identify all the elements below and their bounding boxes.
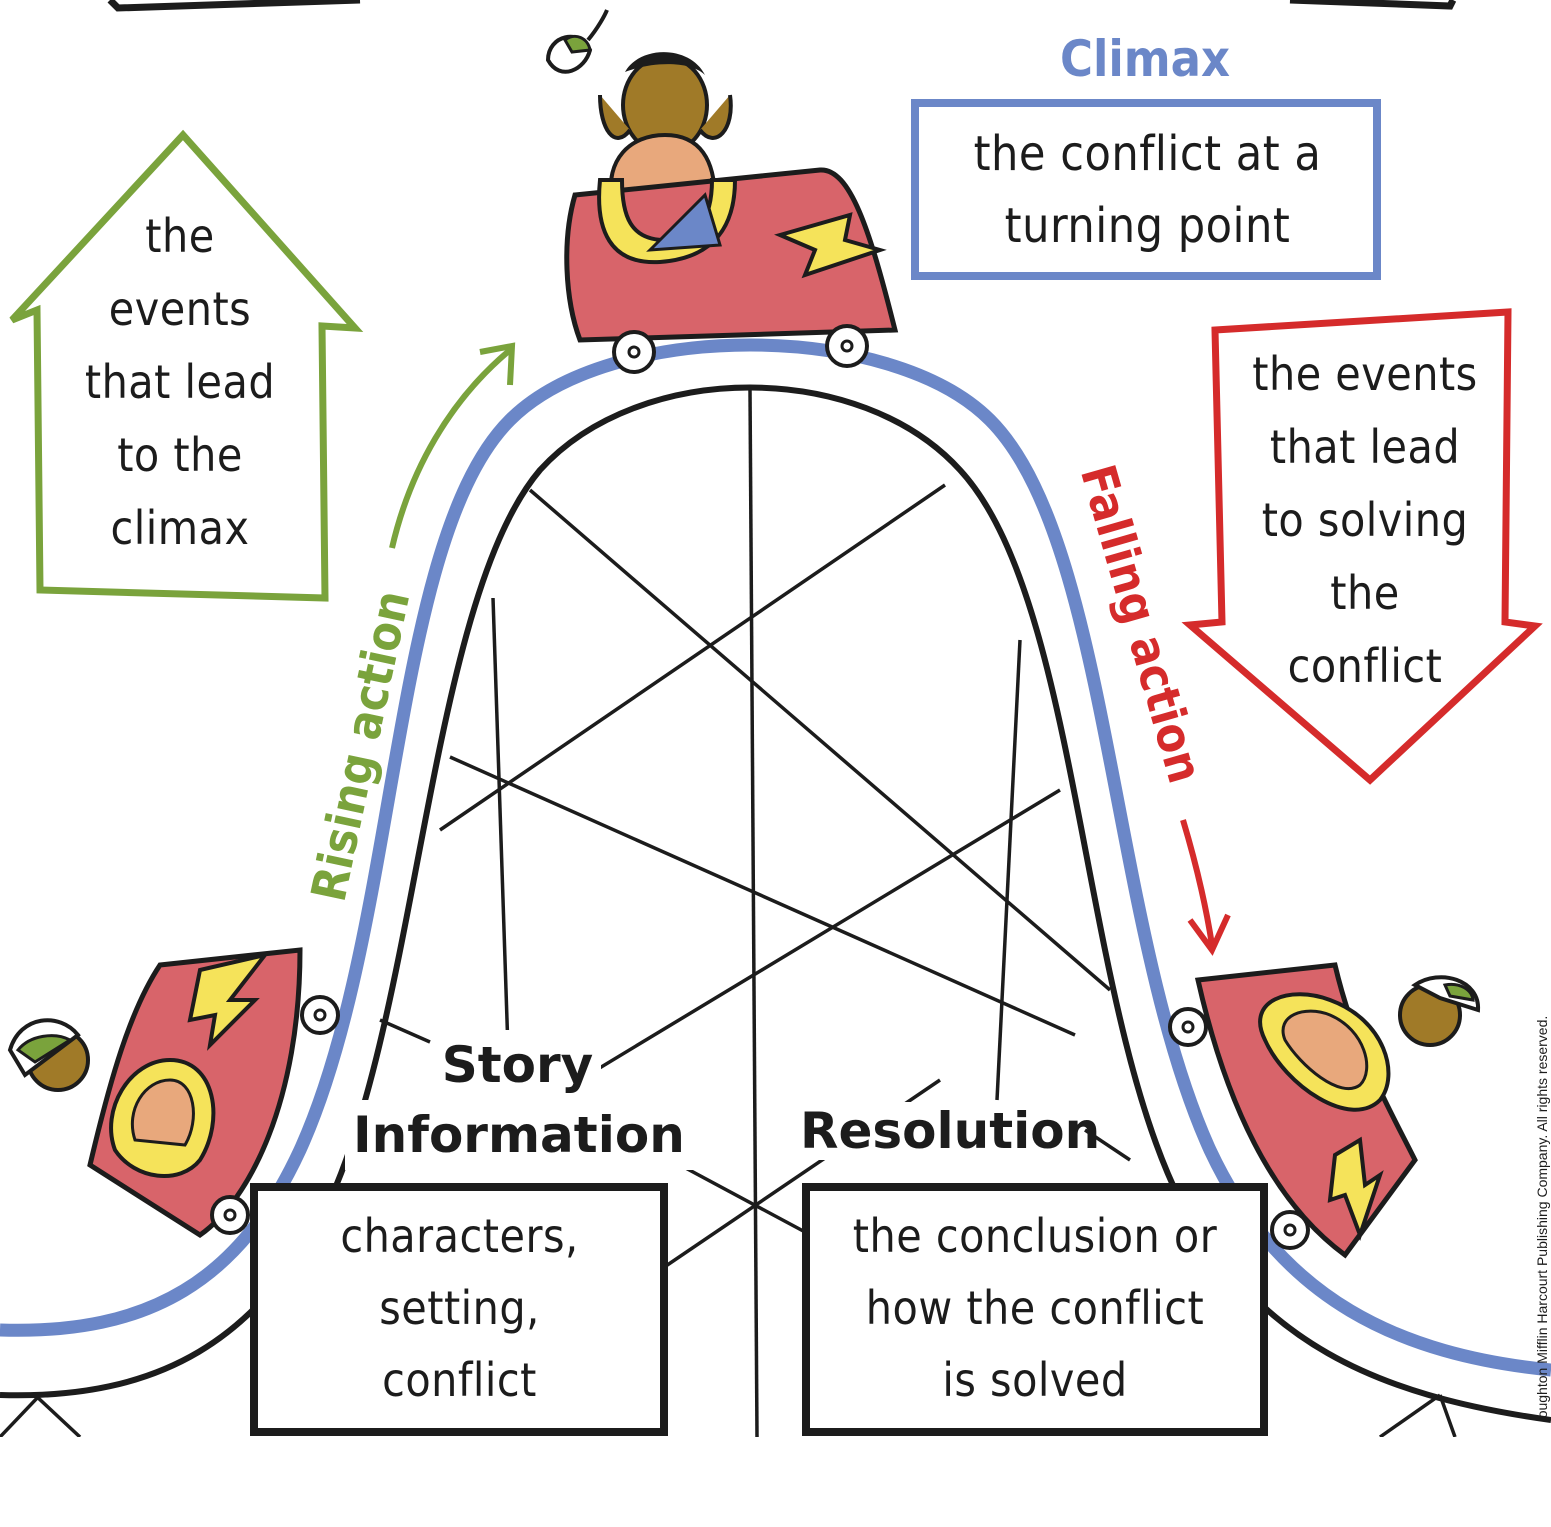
rising-up-arrow-shape [9,129,364,602]
banner-edge-right [1289,0,1457,10]
story-line-2: setting, [379,1281,540,1335]
story-title-line-2: Information [345,1100,693,1170]
rising-curve-arrow [389,347,512,549]
roller-coaster-car-right-icon [1168,962,1481,1259]
roller-coaster-car-left-icon [7,947,340,1239]
banner-edge-left [107,0,361,12]
rising-line-3: that lead [84,355,276,409]
story-info-box [250,1183,668,1436]
climax-line-1: the conflict at a [973,126,1322,182]
rising-line-5: climax [110,501,250,555]
falling-arrow-head [1187,913,1231,956]
story-line-3: conflict [382,1353,537,1407]
plot-diagram: Climax the conflict at a turning point t… [0,0,1551,1437]
roller-coaster-car-top-icon [564,52,899,374]
resolution-line-2: how the conflict [865,1281,1205,1335]
climax-description: the conflict at a turning point [920,118,1375,262]
rising-line-4: to the [117,428,243,482]
falling-arrow-line [1180,819,1215,946]
coaster-supports [0,389,1457,1437]
copyright-notice: oughton Mifflin Harcourt Publishing Comp… [1534,1015,1550,1419]
falling-line-3: to solving [1261,493,1469,547]
story-information-description: characters, setting, conflict [262,1200,657,1416]
track-main-rail [0,338,1551,1377]
climax-line-2: turning point [1004,198,1291,254]
rising-arrow-head [479,342,516,386]
story-line-1: characters, [340,1209,579,1263]
resolution-title: Resolution [800,1102,1101,1160]
rising-line-2: events [108,282,252,336]
rising-description: the events that lead to the climax [45,200,315,565]
climax-box [911,99,1381,280]
resolution-description: the conclusion or how the conflict is so… [812,1200,1258,1416]
story-title-line-1: Story [433,1030,602,1100]
resolution-line-1: the conclusion or [852,1209,1218,1263]
cap-icon [545,9,609,74]
climax-title: Climax [1059,30,1231,88]
resolution-line-3: is solved [942,1353,1128,1407]
falling-description: the events that lead to solving the conf… [1225,338,1505,703]
falling-line-1: the events [1252,347,1478,401]
falling-down-arrow-shape [1181,308,1543,785]
story-information-title: Story Information [345,1030,693,1170]
falling-line-4: the [1330,566,1400,620]
falling-line-2: that lead [1269,420,1461,474]
falling-line-5: conflict [1287,639,1443,693]
roller-coaster-art [0,0,1551,1437]
rising-line-1: the [145,209,215,263]
resolution-box [802,1183,1268,1436]
